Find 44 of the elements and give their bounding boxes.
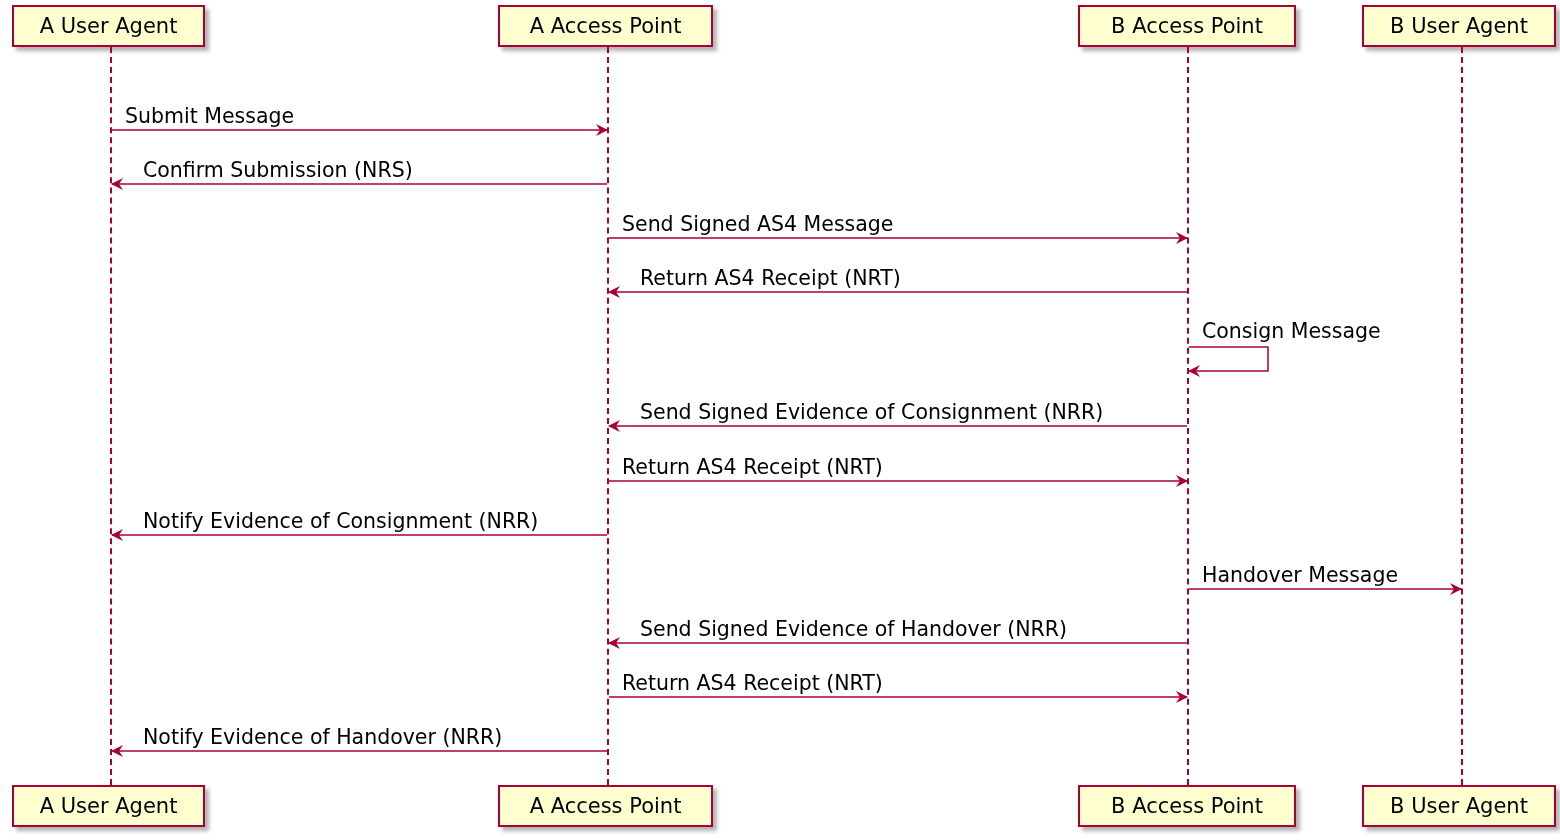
lifeline xyxy=(1187,47,1189,785)
participant-box xyxy=(1362,5,1556,47)
message-arrow xyxy=(608,637,1188,649)
participant-box xyxy=(1078,5,1296,47)
message-label: Return AS4 Receipt (NRT) xyxy=(622,455,883,479)
participant-name: B Access Point xyxy=(1111,794,1263,818)
participant-box xyxy=(12,785,205,827)
message-arrow xyxy=(608,286,1188,298)
lifeline xyxy=(607,47,609,785)
participant-box xyxy=(1362,785,1556,827)
message-arrow xyxy=(111,178,608,190)
message-label: Return AS4 Receipt (NRT) xyxy=(622,671,883,695)
lifeline xyxy=(1461,47,1463,785)
message-arrow xyxy=(111,124,608,136)
participant-name: B User Agent xyxy=(1390,794,1528,818)
message-arrow xyxy=(111,529,608,541)
message-label: Send Signed AS4 Message xyxy=(622,212,894,236)
participant-box xyxy=(1078,785,1296,827)
message-arrow xyxy=(111,745,608,757)
message-label: Send Signed Evidence of Handover (NRR) xyxy=(640,617,1068,641)
participant-box xyxy=(498,785,713,827)
message-label: Return AS4 Receipt (NRT) xyxy=(640,266,901,290)
message-label: Consign Message xyxy=(1202,319,1381,343)
message-arrow xyxy=(1188,346,1269,377)
participant-box xyxy=(498,5,713,47)
message-label: Notify Evidence of Handover (NRR) xyxy=(143,725,503,749)
lifeline xyxy=(110,47,112,785)
message-arrow xyxy=(608,420,1188,432)
participant-name: B Access Point xyxy=(1111,14,1263,38)
participant-name: A Access Point xyxy=(529,14,682,38)
message-arrow xyxy=(608,232,1188,244)
message-label: Submit Message xyxy=(125,104,295,128)
message-label: Send Signed Evidence of Consignment (NRR) xyxy=(640,400,1104,424)
message-arrow xyxy=(1188,583,1462,595)
participant-name: B User Agent xyxy=(1390,14,1528,38)
message-arrow xyxy=(608,691,1188,703)
message-label: Notify Evidence of Consignment (NRR) xyxy=(143,509,539,533)
participant-name: A Access Point xyxy=(529,794,682,818)
participant-name: A User Agent xyxy=(39,14,178,38)
participant-name: A User Agent xyxy=(39,794,178,818)
message-label: Handover Message xyxy=(1202,563,1399,587)
message-arrow xyxy=(608,475,1188,487)
message-label: Confirm Submission (NRS) xyxy=(143,158,413,182)
participant-box xyxy=(12,5,205,47)
